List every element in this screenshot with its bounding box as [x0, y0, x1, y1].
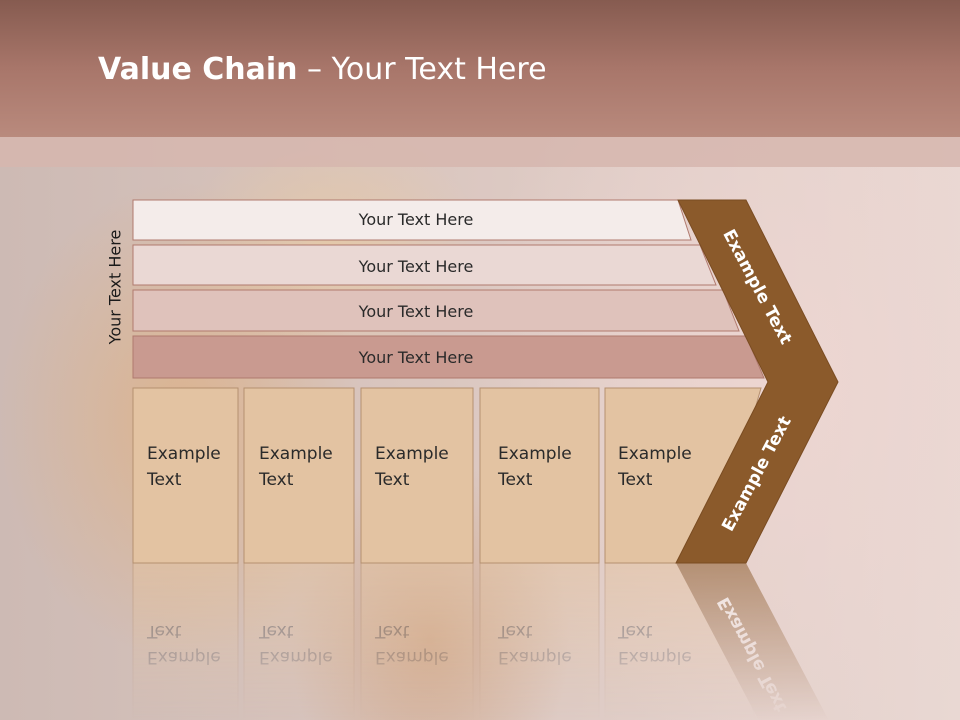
row-label-2: Your Text Here: [358, 257, 474, 276]
example-box-text: Example: [259, 444, 333, 464]
header-band: [0, 137, 960, 167]
reflection-text: Text: [146, 621, 182, 641]
example-box-3: [360, 387, 474, 564]
title-bold: Value Chain: [98, 52, 298, 87]
reflection-text: Example: [147, 647, 221, 667]
title-rest: – Your Text Here: [297, 52, 547, 87]
example-box-text: Example: [375, 444, 449, 464]
example-box-text: Example: [498, 444, 572, 464]
row-label-1: Your Text Here: [358, 210, 474, 229]
reflection-text: Example: [375, 647, 449, 667]
example-box-text: Text: [497, 470, 533, 490]
example-box-text: Text: [374, 470, 410, 490]
example-box-2: [243, 387, 355, 564]
example-box-text: Text: [617, 470, 653, 490]
reflection-text: Example: [618, 647, 692, 667]
example-box-4: [479, 387, 600, 564]
reflection-text: Text: [374, 621, 410, 641]
row-label-4: Your Text Here: [358, 348, 474, 367]
example-box-text: Text: [258, 470, 294, 490]
example-box-text: Text: [146, 470, 182, 490]
reflection-text: Example: [259, 647, 333, 667]
reflection-text: Example: [498, 647, 572, 667]
reflection-text: Text: [258, 621, 294, 641]
row-bar-4: [132, 335, 765, 379]
slide-title: Value Chain – Your Text Here: [98, 52, 547, 87]
row-bar-1: [132, 199, 692, 241]
reflection-text: Text: [617, 621, 653, 641]
row-label-3: Your Text Here: [358, 302, 474, 321]
example-box-text: Example: [618, 444, 692, 464]
row-bar-2: [132, 244, 717, 286]
chevron-arrow: [675, 199, 839, 564]
reflection-text: Text: [497, 621, 533, 641]
row-bar-3: [132, 289, 740, 332]
reflection: Example Text Example Text Example Text E…: [132, 562, 829, 720]
example-box-text: Example: [147, 444, 221, 464]
header-bar: [0, 0, 960, 137]
example-box-1: [132, 387, 239, 564]
